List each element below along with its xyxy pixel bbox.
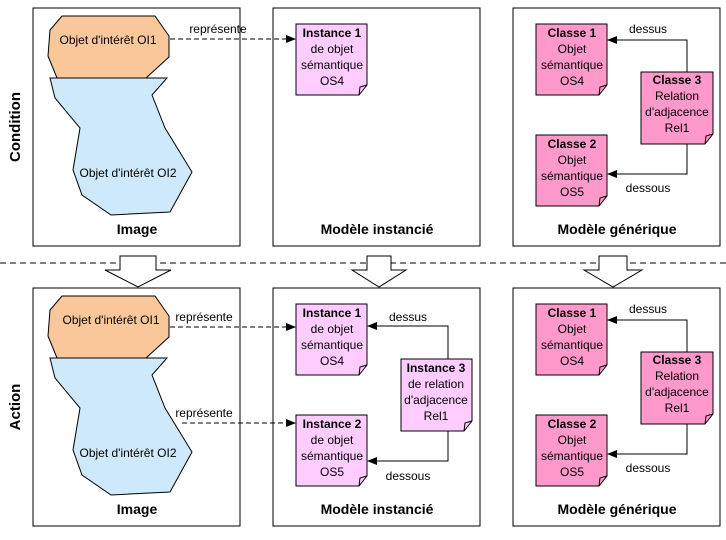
svg-text:OS5: OS5 (560, 185, 584, 199)
above-arrow-instance (367, 322, 449, 359)
svg-text:sémantique: sémantique (541, 169, 603, 183)
transition-arrow-instance (350, 255, 408, 288)
note-instance1-condition: Instance 1 de objet sémantique OS4 (295, 23, 368, 96)
object-label-oi2: Objet d'intérêt OI2 (79, 166, 176, 180)
svg-text:Relation: Relation (655, 89, 699, 103)
svg-text:Rel1: Rel1 (424, 409, 449, 423)
svg-text:Objet: Objet (558, 42, 587, 56)
note-instance2-action: Instance 2 de objet sémantique OS5 (295, 414, 368, 487)
note-class3-action: Classe 3 Relation d'adjacence Rel1 (640, 351, 714, 425)
svg-text:Instance 1: Instance 1 (303, 26, 362, 40)
svg-text:OS5: OS5 (320, 465, 344, 479)
svg-text:de objet: de objet (311, 42, 354, 56)
note-class1-condition: Classe 1 Objet sémantique OS4 (535, 23, 608, 96)
svg-text:d'adjacence: d'adjacence (645, 385, 709, 399)
relation-label-above-instance: dessus (389, 310, 427, 324)
svg-text:sémantique: sémantique (541, 58, 603, 72)
svg-text:d'adjacence: d'adjacence (645, 105, 709, 119)
svg-text:d'adjacence: d'adjacence (404, 393, 468, 407)
svg-text:sémantique: sémantique (301, 449, 363, 463)
panel-title-generic-action: Modèle générique (557, 501, 676, 517)
svg-text:Classe 1: Classe 1 (548, 26, 597, 40)
note-instance1-action: Instance 1 de objet sémantique OS4 (295, 303, 368, 376)
svg-text:OS4: OS4 (320, 354, 344, 368)
svg-text:sémantique: sémantique (301, 338, 363, 352)
svg-text:sémantique: sémantique (541, 338, 603, 352)
svg-text:Classe 3: Classe 3 (653, 353, 702, 367)
relation-label-below-generic-action: dessous (626, 461, 671, 475)
transition-arrow-generic (582, 255, 644, 288)
panel-title-instance-action: Modèle instancié (321, 501, 434, 517)
relation-label-above-generic-action: dessus (629, 302, 667, 316)
svg-text:Objet: Objet (558, 322, 587, 336)
row-label-condition: Condition (7, 92, 24, 162)
object-region-oi1 (47, 295, 170, 359)
above-arrow-condition (607, 36, 688, 72)
svg-text:OS5: OS5 (560, 465, 584, 479)
svg-text:sémantique: sémantique (301, 58, 363, 72)
object-region-oi1 (47, 15, 170, 79)
svg-text:Classe 3: Classe 3 (653, 73, 702, 87)
relation-label-represents: représente (175, 310, 233, 324)
svg-text:Relation: Relation (655, 369, 699, 383)
relation-label-below-condition: dessous (626, 181, 671, 195)
relation-label-below-instance: dessous (386, 469, 431, 483)
above-arrow-generic-action (607, 316, 688, 352)
panel-title-image-action: Image (117, 501, 158, 517)
svg-text:de relation: de relation (408, 377, 464, 391)
svg-text:de objet: de objet (311, 433, 354, 447)
svg-text:sémantique: sémantique (541, 449, 603, 463)
svg-text:OS4: OS4 (560, 354, 584, 368)
relation-label-above-condition: dessus (629, 22, 667, 36)
svg-text:Classe 2: Classe 2 (548, 137, 597, 151)
svg-text:OS4: OS4 (560, 74, 584, 88)
object-label-oi1: Objet d'intérêt OI1 (59, 33, 156, 47)
svg-text:OS4: OS4 (320, 74, 344, 88)
relation-label-represents: représente (175, 406, 233, 420)
transition-arrow-image (104, 255, 172, 288)
svg-text:de objet: de objet (311, 322, 354, 336)
below-arrow-generic-action (607, 424, 688, 458)
svg-text:Classe 2: Classe 2 (548, 417, 597, 431)
svg-text:Rel1: Rel1 (665, 121, 690, 135)
note-class2-action: Classe 2 Objet sémantique OS5 (535, 414, 608, 487)
row-label-action: Action (7, 384, 24, 431)
object-region-oi2 (49, 77, 193, 216)
object-label-oi1: Objet d'intérêt OI1 (62, 313, 159, 327)
below-arrow-condition (607, 144, 688, 178)
object-label-oi2: Objet d'intérêt OI2 (79, 446, 176, 460)
relation-label-represents: représente (189, 22, 247, 36)
svg-text:Objet: Objet (558, 153, 587, 167)
object-region-oi2 (49, 357, 193, 496)
svg-text:Instance 1: Instance 1 (303, 306, 362, 320)
svg-text:Instance 2: Instance 2 (303, 417, 362, 431)
image-action: Objet d'intérêt OI1 Objet d'intérêt OI2 (47, 295, 193, 496)
note-class1-action: Classe 1 Objet sémantique OS4 (535, 303, 608, 376)
panel-title-instance-condition: Modèle instancié (321, 221, 434, 237)
note-class3-condition: Classe 3 Relation d'adjacence Rel1 (640, 71, 714, 145)
below-arrow-instance (367, 431, 449, 465)
svg-text:Classe 1: Classe 1 (548, 306, 597, 320)
note-class2-condition: Classe 2 Objet sémantique OS5 (535, 134, 608, 207)
panel-title-image-condition: Image (117, 221, 158, 237)
panel-title-generic-condition: Modèle générique (557, 221, 676, 237)
svg-text:Objet: Objet (558, 433, 587, 447)
note-instance3-action: Instance 3 de relation d'adjacence Rel1 (400, 358, 473, 432)
svg-text:Rel1: Rel1 (665, 401, 690, 415)
image-condition: Objet d'intérêt OI1 Objet d'intérêt OI2 (47, 15, 193, 216)
svg-text:Instance 3: Instance 3 (407, 361, 466, 375)
